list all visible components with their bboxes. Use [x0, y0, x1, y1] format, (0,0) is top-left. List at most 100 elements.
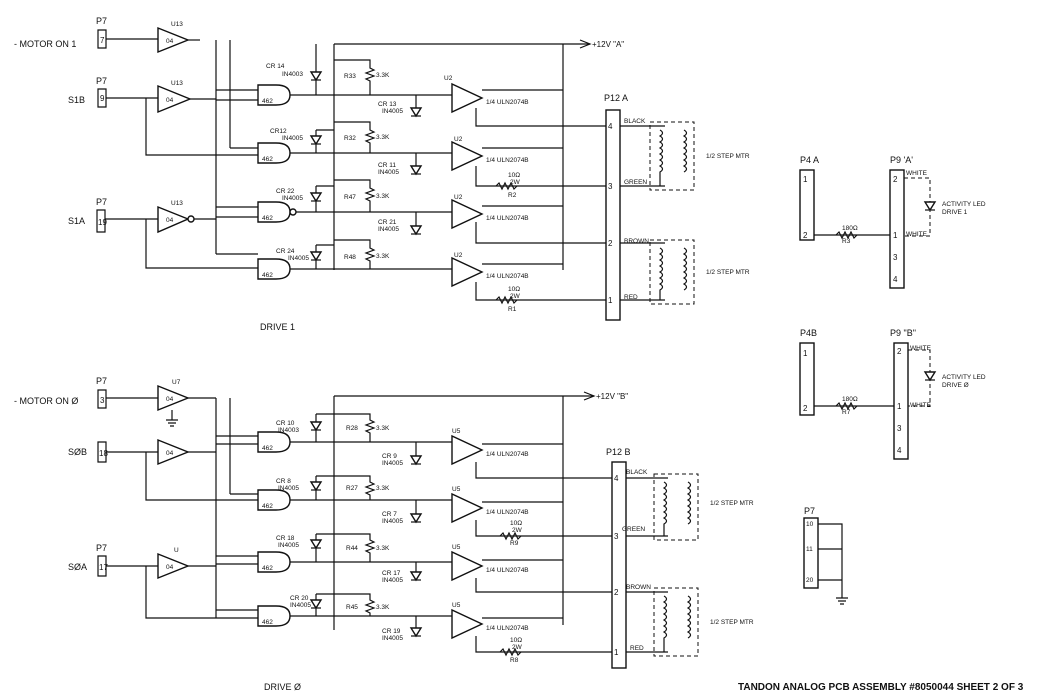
- res-label: R33: [344, 73, 356, 80]
- gate-type: 04: [166, 217, 174, 224]
- u5-label: U5: [452, 486, 461, 493]
- uln-label: 1/4 ULN2074B: [486, 625, 529, 632]
- pin: 1: [897, 402, 902, 411]
- step-motor-label: 1/2 STEP MTR: [706, 269, 750, 276]
- res-label: R47: [344, 194, 356, 201]
- p9b-label: P9 "B": [890, 328, 916, 338]
- pin: 1: [803, 349, 808, 358]
- pin: 3: [608, 182, 613, 191]
- pin: 2: [608, 239, 613, 248]
- p4a-connector: [799, 169, 815, 241]
- diode-part: IN4005: [290, 602, 311, 609]
- p7-label: P7: [96, 376, 107, 386]
- uln-label: 1/4 ULN2074B: [486, 567, 529, 574]
- pin: 10: [806, 521, 814, 528]
- u5-label: U5: [452, 602, 461, 609]
- resistor-bank-drive-1: R33 3.3K R32 3.3K R47 3.3K R48 3.3K: [334, 59, 390, 269]
- cr-label: CR 18: [276, 535, 295, 542]
- cr-label: CR 22: [276, 188, 295, 195]
- wire-color: GREEN: [624, 179, 647, 186]
- s1b-label: S1B: [68, 95, 85, 105]
- diode-part: IN4005: [382, 577, 403, 584]
- cr-label: CR 14: [266, 63, 285, 70]
- res-label: R44: [346, 545, 358, 552]
- pin: 1: [803, 175, 808, 184]
- diode-part: IN4005: [382, 518, 403, 525]
- uln-driver: U2 1/4 ULN2074B: [451, 194, 529, 230]
- wire-color: BROWN: [626, 584, 651, 591]
- res-value: 3.3K: [376, 604, 390, 611]
- s0b-label: SØB: [68, 447, 87, 457]
- p9b-connector: [893, 342, 909, 460]
- cr-label: CR 13: [378, 101, 397, 108]
- u-label: U: [174, 547, 179, 554]
- p7-ground: P7 10 11 20: [803, 506, 848, 605]
- p7-label: P7: [96, 16, 107, 26]
- wire-color: RED: [630, 645, 644, 652]
- wire-color: BROWN: [624, 238, 649, 245]
- cr-label: CR 19: [382, 628, 401, 635]
- res-value: 3.3K: [376, 193, 390, 200]
- uln-label: 1/4 ULN2074B: [486, 157, 529, 164]
- diode-part: IN4005: [282, 135, 303, 142]
- p9a-label: P9 'A': [890, 155, 913, 165]
- wire-color: BLACK: [624, 118, 646, 125]
- gate-462-label: 462: [262, 619, 273, 626]
- pin: 2: [803, 231, 808, 240]
- gate-462-label: 462: [262, 503, 273, 510]
- u2-label: U2: [454, 194, 463, 201]
- diode-part: IN4005: [288, 255, 309, 262]
- uln-label: 1/4 ULN2074B: [486, 273, 529, 280]
- s1a-label: S1A: [68, 216, 85, 226]
- diode-part: IN4005: [382, 635, 403, 642]
- gate-type: 04: [166, 564, 174, 571]
- res-value: 3.3K: [376, 72, 390, 79]
- pin: 1: [893, 231, 898, 240]
- r7-label: R7: [842, 409, 851, 416]
- wire-color: RED: [624, 294, 638, 301]
- supply-a-label: +12V "A": [592, 40, 624, 49]
- uln-driver: U2 1/4 ULN2074B: [451, 252, 529, 288]
- cr-label: CR 9: [382, 453, 397, 460]
- gate-462-label: 462: [262, 565, 273, 572]
- gate-type: 04: [166, 97, 174, 104]
- diode-part: IN4005: [382, 460, 403, 467]
- s0a-label: SØA: [68, 562, 87, 572]
- res-power: 2W: [512, 644, 523, 651]
- pin: 4: [897, 446, 902, 455]
- step-motor-label: 1/2 STEP MTR: [710, 500, 754, 507]
- res-value: 3.3K: [376, 485, 390, 492]
- res-value: 3.3K: [376, 134, 390, 141]
- wire-color: WHITE: [906, 231, 928, 238]
- drive-1-section: +12V "A" P7 7 - MOTOR ON 1 P7 9 S1B P7 1…: [14, 16, 750, 332]
- uln-label: 1/4 ULN2074B: [486, 509, 529, 516]
- uln-driver: U2 1/4 ULN2074B: [444, 75, 529, 114]
- gate-type: 04: [166, 450, 174, 457]
- cr-label: CR12: [270, 128, 287, 135]
- pin: 4: [608, 122, 613, 131]
- gate-type: 04: [166, 38, 174, 45]
- p7-connector: [803, 517, 819, 589]
- res-power: 2W: [510, 179, 521, 186]
- pin: 3: [893, 253, 898, 262]
- cr-label: CR 21: [378, 219, 397, 226]
- drive-0-label: DRIVE Ø: [264, 682, 301, 692]
- uln-label: 1/4 ULN2074B: [486, 451, 529, 458]
- u2-label: U2: [444, 75, 453, 82]
- step-motor-label: 1/2 STEP MTR: [706, 153, 750, 160]
- res-power: 2W: [510, 293, 521, 300]
- sheet-title: TANDON ANALOG PCB ASSEMBLY #8050044 SHEE…: [738, 682, 1024, 693]
- p7-pin: 17: [99, 563, 108, 572]
- cr-label: CR 20: [290, 595, 309, 602]
- pin: 20: [806, 577, 814, 584]
- gate-462-label: 462: [262, 272, 273, 279]
- step-motor-label: 1/2 STEP MTR: [710, 619, 754, 626]
- activity-drive-label: DRIVE Ø: [942, 382, 969, 389]
- res-value: 10Ω: [508, 286, 520, 293]
- activity-led-label: ACTIVITY LED: [942, 374, 986, 381]
- res-value: 180Ω: [842, 396, 858, 403]
- activity-drive-label: DRIVE 1: [942, 209, 968, 216]
- gate-462: 462: [216, 84, 291, 106]
- pin: 2: [893, 175, 898, 184]
